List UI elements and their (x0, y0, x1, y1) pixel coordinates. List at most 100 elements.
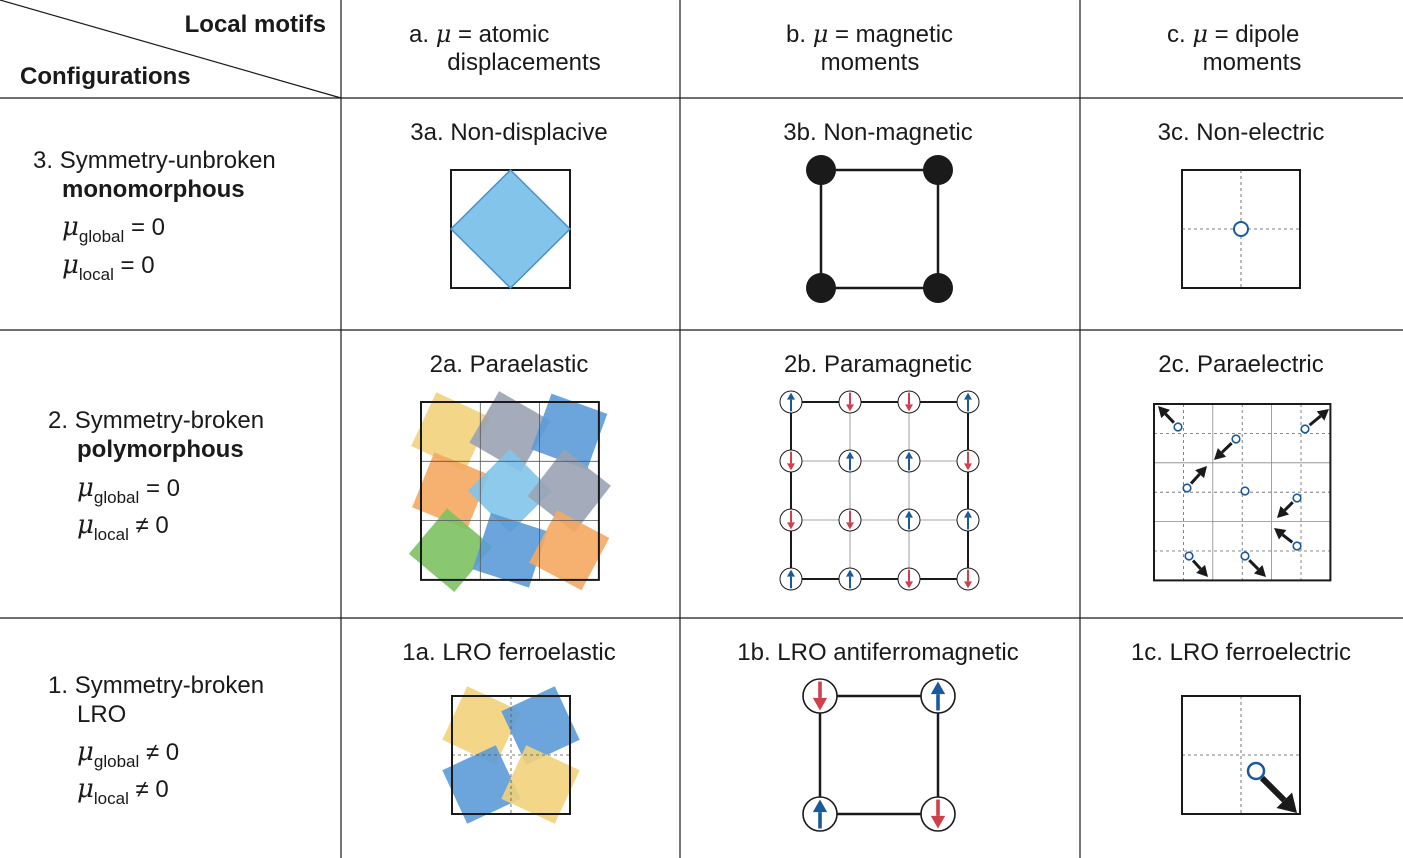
row2-mu-g: μ (77, 473, 94, 503)
dipole-arrow-head (1277, 505, 1290, 518)
row1-num: 1. (48, 672, 68, 699)
octahedron-square (472, 512, 548, 588)
octahedron-square (412, 452, 490, 530)
row3-mu-l: μ (62, 250, 79, 280)
octahedron-square (449, 168, 572, 290)
row3-mu-g: μ (62, 212, 79, 242)
title-2b: 2b. Paramagnetic (784, 351, 972, 378)
dipole-arrow-shaft (1281, 533, 1294, 544)
motif-non-magnetic (806, 155, 953, 303)
dipole-arrow-shaft (1164, 412, 1175, 424)
dipole-arrow-head (1196, 564, 1208, 577)
corner-top-label: Local motifs (185, 11, 326, 38)
motif-paraelastic (408, 391, 611, 592)
row1-g-sub: global (94, 752, 139, 771)
corner-bottom-label: Configurations (20, 63, 191, 90)
row-label-2: 2. Symmetry-broken polymorphous μglobal … (48, 407, 264, 544)
row1-line2: LRO (77, 701, 126, 728)
row2-mu-l: μ (77, 510, 94, 540)
row3-line2: monomorphous (62, 176, 245, 203)
col-b-letter: b. (786, 21, 806, 48)
cell-box (790, 401, 969, 580)
col-b-mu: μ (813, 20, 829, 48)
motif-paramagnetic (779, 390, 980, 591)
dipole-center (1173, 422, 1183, 432)
atom-dot (923, 273, 953, 303)
dipole-center (1233, 221, 1249, 237)
cell-box (420, 401, 600, 581)
dipole-center (1184, 551, 1194, 561)
svg-text:1. Symmetry-broken: 1. Symmetry-broken (48, 672, 264, 699)
row3-g-sub: global (79, 227, 124, 246)
spin-down-arrow-head (787, 522, 795, 530)
row-label-1: 1. Symmetry-broken LRO μglobal ≠ 0 μloca… (48, 672, 264, 808)
octahedron-square (527, 449, 611, 533)
dipole-arrow-shaft (1259, 775, 1287, 803)
row1-l-rel: ≠ 0 (129, 776, 169, 803)
spin-up-arrow-head (812, 799, 828, 813)
dipole-arrow-shaft (1189, 473, 1201, 485)
spin-up-arrow-head (787, 569, 795, 577)
col-b-rest: = magnetic (828, 21, 953, 48)
title-3a: 3a. Non-displacive (410, 119, 607, 146)
octahedron-square (411, 392, 491, 472)
dipole-center (1182, 483, 1192, 493)
title-2c: 2c. Paraelectric (1158, 351, 1323, 378)
title-1a: 1a. LRO ferroelastic (402, 639, 615, 666)
row3-num: 3. (33, 147, 53, 174)
column-header-b: b. μ = magnetic moments (786, 20, 953, 76)
dipole-arrow-shaft (1308, 414, 1322, 427)
col-c-line2: moments (1203, 49, 1302, 76)
dipole-arrow-head (1195, 466, 1207, 479)
dipole-arrow-shaft (1220, 442, 1233, 454)
spin-up-arrow-head (964, 510, 972, 518)
column-header-a: a. μ = atomic displacements (409, 20, 601, 76)
octahedron-square (529, 510, 610, 591)
motif-non-electric (1181, 169, 1301, 289)
svg-text:μglobal ≠ 0: μglobal ≠ 0 (77, 737, 179, 771)
col-a-rest: = atomic (451, 21, 549, 48)
spin-down-arrow-head (905, 404, 913, 412)
row-label-3: 3. Symmetry-unbroken monomorphous μgloba… (33, 147, 276, 284)
svg-text:μlocal ≠ 0: μlocal ≠ 0 (77, 510, 169, 544)
dipole-arrow-head (1316, 409, 1329, 421)
row3-l-sub: local (79, 265, 114, 284)
spin-down-arrow-head (964, 463, 972, 471)
dipole-arrow-shaft (1283, 501, 1294, 512)
dipole-arrow-head (1214, 448, 1227, 460)
dipole-center (1246, 761, 1266, 781)
dipole-center (1240, 486, 1250, 496)
cell-box (818, 694, 940, 816)
cell-box (819, 168, 940, 290)
row1-line1: Symmetry-broken (75, 672, 264, 699)
dipole-arrow-head (1274, 528, 1287, 540)
spin-up-arrow-head (787, 392, 795, 400)
dipole-center (1292, 493, 1302, 503)
dipole-center (1292, 541, 1302, 551)
svg-text:c. μ = dipole: c. μ = dipole (1167, 20, 1299, 48)
atom-dot (806, 273, 836, 303)
title-3c: 3c. Non-electric (1158, 119, 1325, 146)
dipole-arrow-head (1158, 406, 1170, 419)
spin-up-arrow-head (905, 510, 913, 518)
title-2a: 2a. Paraelastic (430, 351, 589, 378)
row2-line1: Symmetry-broken (75, 407, 264, 434)
spin-down-arrow-head (964, 581, 972, 589)
spin-down-arrow-head (846, 522, 854, 530)
motif-ferroelastic (442, 686, 580, 824)
row3-l-rel: = 0 (114, 252, 155, 279)
spin-up-arrow-head (905, 451, 913, 459)
row1-mu-l: μ (77, 774, 94, 804)
row2-line2: polymorphous (77, 436, 244, 463)
row2-g-rel: = 0 (139, 475, 180, 502)
title-1c: 1c. LRO ferroelectric (1131, 639, 1351, 666)
dipole-arrow-head (1276, 792, 1297, 813)
column-header-c: c. μ = dipole moments (1167, 20, 1301, 76)
dipole-center (1240, 551, 1250, 561)
octahedron-square (531, 393, 608, 470)
row1-mu-g: μ (77, 737, 94, 767)
svg-text:3. Symmetry-unbroken: 3. Symmetry-unbroken (33, 147, 276, 174)
octahedron-square (501, 686, 580, 765)
spin-up-arrow-head (964, 392, 972, 400)
